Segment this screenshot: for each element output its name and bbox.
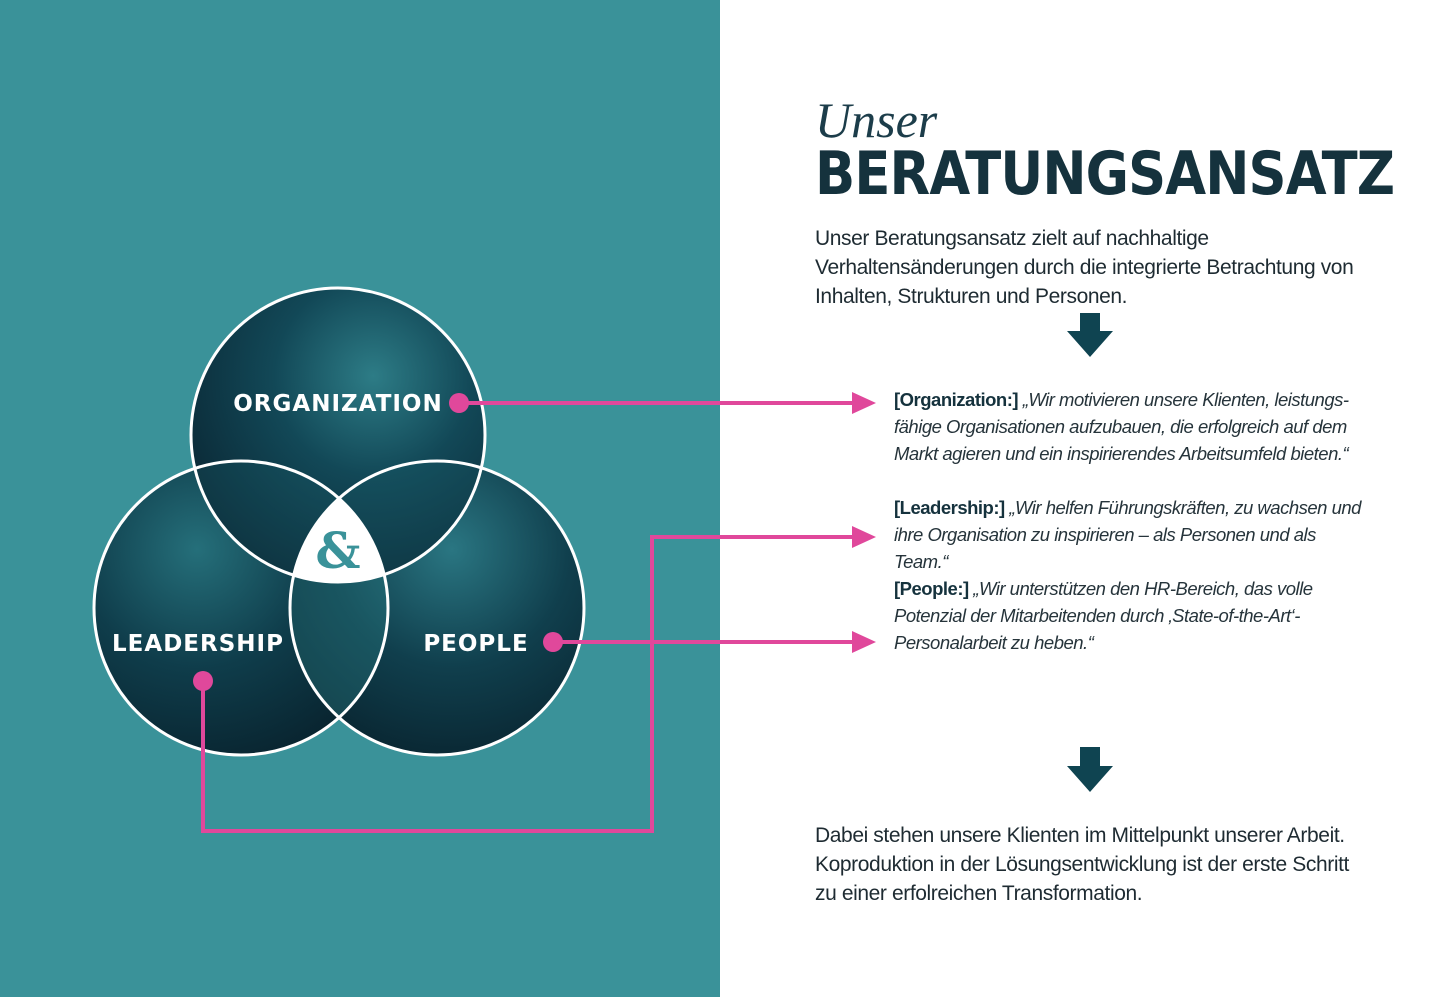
intro-text: Unser Beratungsansatz zielt auf nachhalt… [815, 227, 1354, 308]
quote-key: [People:] [894, 578, 969, 599]
connector-lines [201, 401, 856, 833]
quote-text: „Wir unterstützen den HR-Bereich, das vo… [894, 578, 1313, 653]
outro-text: Dabei stehen unsere Klienten im Mittelpu… [815, 824, 1349, 905]
quote-text: „Wir helfen Führungskräften, zu wachsen … [894, 497, 1361, 572]
ampersand-symbol: & [315, 521, 360, 580]
label-people: PEOPLE [423, 631, 528, 657]
center-intersection [290, 461, 388, 582]
quote-key: [Organization:] [894, 389, 1019, 410]
quote-key: [Leadership:] [894, 497, 1005, 518]
connector-leadership [201, 535, 856, 833]
connector-dots [193, 393, 563, 691]
quote-people: [People:] „Wir unterstützen den HR-Berei… [894, 575, 1374, 656]
quote-leadership: [Leadership:] „Wir helfen Führungskräfte… [894, 494, 1374, 575]
page-title: BERATUNGSANSATZ [815, 139, 1395, 209]
label-organization: ORGANIZATION [233, 391, 443, 417]
title-italic: Unser [815, 92, 938, 148]
label-leadership: LEADERSHIP [112, 631, 284, 657]
quote-organization: [Organization:] „Wir motivieren unsere K… [894, 386, 1374, 467]
connector-arrowheads [852, 392, 876, 653]
down-arrow-icon [1067, 747, 1113, 792]
quote-text: „Wir motivieren unsere Klienten, leistun… [894, 389, 1349, 464]
circle-organization [191, 288, 485, 582]
down-arrow-icon [1067, 313, 1113, 357]
